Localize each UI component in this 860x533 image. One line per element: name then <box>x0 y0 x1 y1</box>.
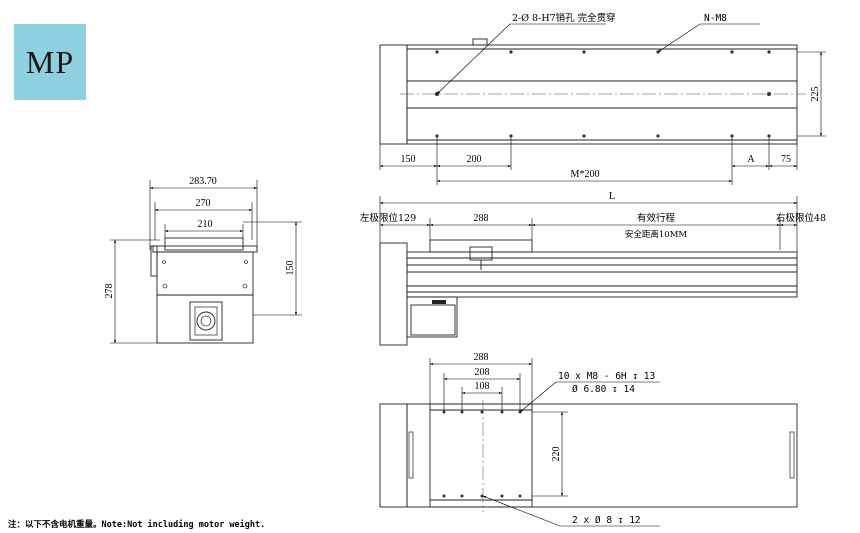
dim-225: 225 <box>810 87 821 102</box>
callout-thread: N-M8 <box>704 13 727 24</box>
dim-208: 208 <box>475 367 490 378</box>
dim-210: 210 <box>198 219 213 230</box>
callout-pin: 2 x Ø 8 ↧ 12 <box>572 515 641 526</box>
dim-l: L <box>609 191 615 202</box>
callout-pin-hole: 2-Ø 8-H7销孔 完全贯穿 <box>512 12 616 24</box>
dim-75: 75 <box>781 154 791 165</box>
bottom-view: 288 208 108 10 x M8 - 6H ↧ 13 Ø 6.80 ↧ 1… <box>379 352 798 527</box>
stroke-label: 有效行程 <box>637 212 676 224</box>
top-view: 2-Ø 8-H7销孔 完全贯穿 N-M8 150 200 M*200 A 75 … <box>379 12 826 185</box>
dim-220: 220 <box>551 447 562 462</box>
dim-288-side: 288 <box>474 213 489 224</box>
dim-278: 278 <box>104 284 115 299</box>
dim-a: A <box>747 154 755 165</box>
dim-150: 150 <box>285 261 296 276</box>
left-limit-label: 左极限位129 <box>360 212 416 224</box>
right-limit-label: 右极限位48 <box>776 212 826 224</box>
end-view: 283.70 270 210 278 150 <box>104 176 302 344</box>
dim-283-70: 283.70 <box>189 176 217 187</box>
callout-thread-1: 10 x M8 - 6H ↧ 13 <box>558 371 655 382</box>
logo-text: MP <box>25 43 75 80</box>
safety-label: 安全距离10MM <box>625 229 688 240</box>
dim-m200: M*200 <box>571 169 600 180</box>
side-view: L 左极限位129 288 有效行程 安全距离10MM 右极限位48 <box>360 191 826 346</box>
footer-note: 注：以下不含电机重量。Note:Not including motor weig… <box>8 520 266 530</box>
dim-108: 108 <box>475 381 490 392</box>
dim-150-top: 150 <box>401 154 416 165</box>
dim-270: 270 <box>196 198 211 209</box>
dim-288-bottom: 288 <box>474 352 489 363</box>
callout-thread-2: Ø 6.80 ↧ 14 <box>572 384 635 395</box>
dim-200: 200 <box>467 154 482 165</box>
logo-badge: MP <box>14 24 86 100</box>
